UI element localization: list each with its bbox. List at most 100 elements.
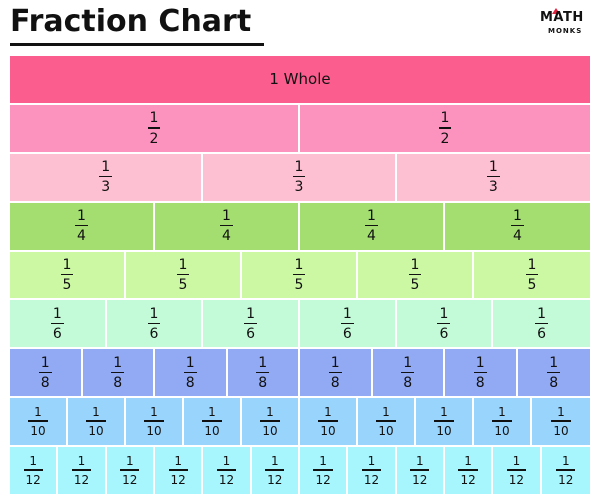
fraction-numerator: 1: [557, 405, 565, 420]
fraction-cell: 1 Whole: [10, 56, 590, 105]
fraction-bar: [99, 175, 113, 178]
fraction-denominator: 8: [549, 375, 559, 392]
fraction-numerator: 1: [62, 256, 72, 273]
fraction-bar: [111, 371, 125, 374]
fraction-bar: [511, 224, 524, 227]
fraction-numerator: 1: [208, 405, 216, 420]
fraction-numerator: 1: [403, 354, 413, 371]
fraction-bar: [535, 322, 549, 325]
fraction-numerator: 1: [342, 305, 352, 322]
fraction-numerator: 1: [92, 405, 100, 420]
fraction-numerator: 1: [324, 405, 332, 420]
fraction-denominator: 10: [30, 423, 46, 438]
fraction-denominator: 6: [537, 326, 547, 343]
fraction-denominator: 2: [149, 130, 159, 147]
fraction-bar: [202, 420, 222, 422]
fraction-denominator: 5: [62, 277, 72, 294]
fraction-denominator: 10: [494, 423, 510, 438]
fraction-denominator: 12: [508, 472, 525, 487]
fraction-denominator: 12: [363, 472, 380, 487]
fraction-numerator: 1: [464, 454, 472, 469]
fraction-numerator: 1: [113, 354, 123, 371]
fraction-denominator: 5: [410, 277, 420, 294]
fraction-bar: [60, 273, 74, 276]
fraction-numerator: 1: [266, 405, 274, 420]
fraction-bar: [147, 322, 161, 325]
fraction-numerator: 1: [330, 354, 340, 371]
fraction-bar: [328, 371, 342, 374]
whole-label: 1 Whole: [269, 70, 331, 89]
fraction-numerator: 1: [537, 305, 547, 322]
fraction-denominator: 4: [367, 228, 376, 245]
fraction-numerator: 1: [439, 305, 449, 322]
fraction-numerator: 1: [270, 454, 279, 469]
fraction-denominator: 12: [558, 472, 574, 487]
fraction-bar: [220, 224, 233, 227]
fraction-denominator: 8: [403, 375, 413, 392]
fraction-denominator: 6: [52, 326, 62, 343]
fraction-numerator: 1: [498, 405, 506, 420]
fraction-numerator: 1: [440, 405, 448, 420]
fraction-denominator: 10: [378, 423, 394, 438]
fraction-numerator: 1: [410, 256, 420, 273]
fraction-bar: [318, 420, 338, 422]
fraction-denominator: 6: [246, 326, 256, 343]
fraction-denominator: 12: [25, 472, 41, 487]
fraction-bar: [50, 322, 64, 325]
fraction-bar: [292, 273, 306, 276]
fraction-denominator: 10: [436, 423, 452, 438]
fraction-numerator: 1: [440, 110, 450, 127]
fraction-numerator: 1: [367, 207, 376, 224]
fraction-numerator: 1: [174, 454, 182, 469]
fraction-bar: [265, 469, 285, 471]
fraction-denominator: 12: [73, 472, 90, 487]
fraction-numerator: 1: [185, 354, 195, 371]
fraction-numerator: 1: [149, 305, 159, 322]
fraction-numerator: 1: [367, 454, 376, 469]
fraction-bar: [473, 371, 487, 374]
